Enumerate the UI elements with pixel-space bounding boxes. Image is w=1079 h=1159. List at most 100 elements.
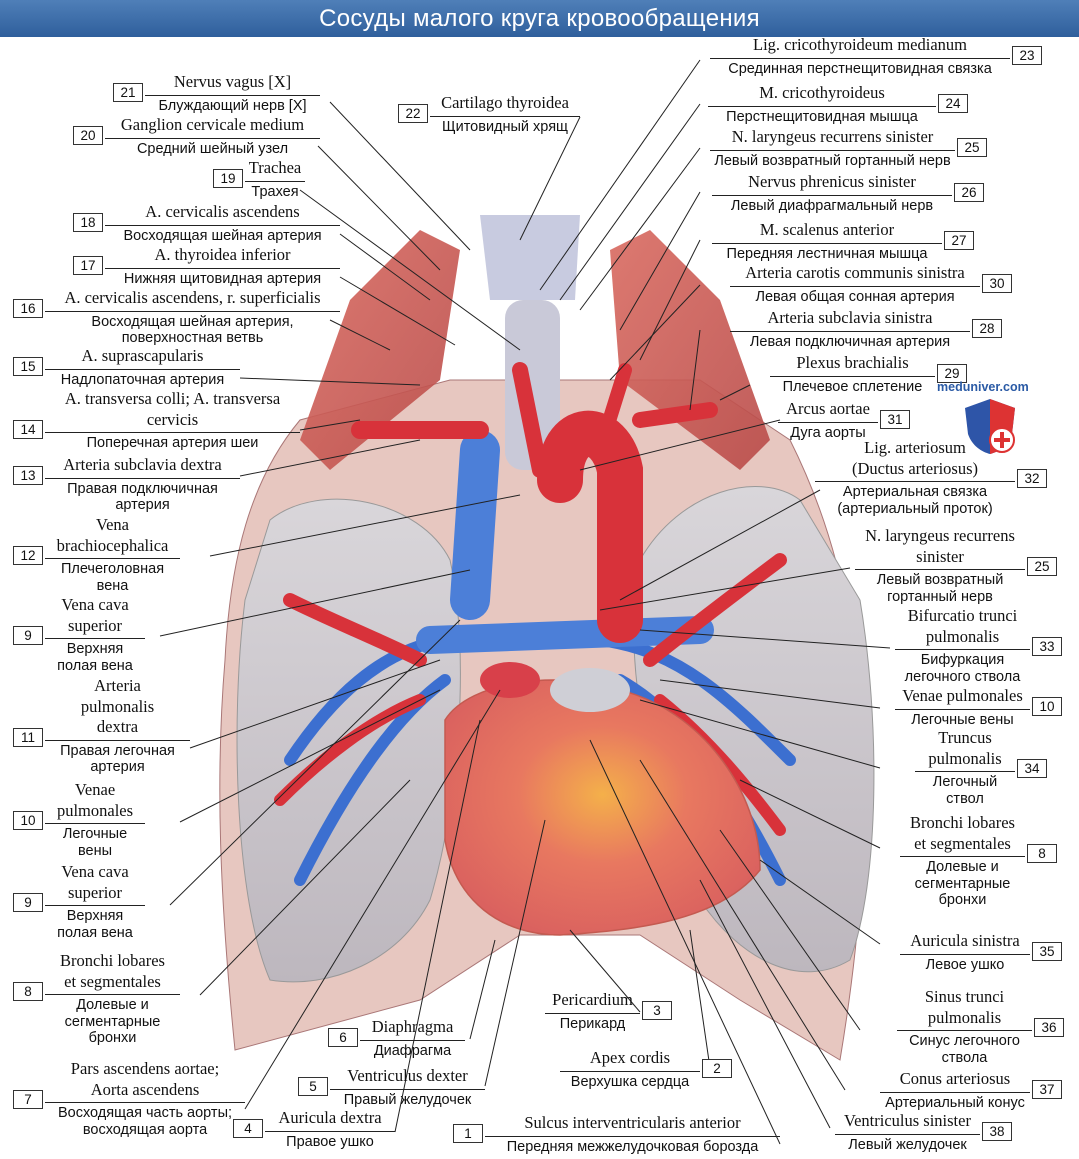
label-latin: pulmonalis xyxy=(925,626,1000,646)
label-russian: Блуждающий нерв [X] xyxy=(158,97,307,114)
label-rule xyxy=(45,638,145,639)
label-rule xyxy=(710,149,955,151)
label-latin: A. cervicalis ascendens xyxy=(145,202,300,221)
label-latin: dextra xyxy=(96,717,139,736)
label-russian: ствол xyxy=(946,790,984,807)
label-russian: восходящая аорта xyxy=(82,1121,208,1138)
label-russian: Артериальный конус xyxy=(885,1094,1025,1111)
label-russian: Левый возвратный xyxy=(876,572,1004,588)
label-russian: вены xyxy=(77,842,113,859)
label-number-21: 21 xyxy=(113,82,143,102)
label-russian: Плечеголовная xyxy=(60,561,165,577)
label-russian: Верхняя xyxy=(66,641,124,657)
label-latin: M. cricothyroideus xyxy=(759,83,885,102)
label-latin: Bifurcatio trunci xyxy=(907,606,1018,625)
label-rule xyxy=(855,569,1025,570)
label-number-15: 15 xyxy=(13,356,43,376)
label-rule xyxy=(485,1135,780,1137)
label-russian: Передняя межжелудочковая борозда xyxy=(506,1138,759,1155)
label-latin: Ganglion cervicale medium xyxy=(120,115,305,134)
label-latin: Lig. arteriosum xyxy=(864,438,966,457)
label-number-4: 4 xyxy=(233,1118,263,1138)
label-latin: N. laryngeus recurrens sinister xyxy=(731,127,934,146)
label-number-10: 10 xyxy=(13,811,43,830)
label-latin: Vena cava xyxy=(61,595,129,614)
label-rule xyxy=(265,1130,395,1132)
label-number-29: 29 xyxy=(937,363,967,383)
label-russian: Синус легочного xyxy=(909,1033,1020,1049)
label-latin: superior xyxy=(67,882,123,902)
label-group-16: A. cervicalis ascendens, r. superficiali… xyxy=(45,289,340,348)
label-latin: N. laryngeus recurrens xyxy=(865,526,1015,545)
trachea xyxy=(480,215,580,470)
label-number-13: 13 xyxy=(13,465,43,485)
label-rule xyxy=(712,194,952,196)
label-latin: pulmonales xyxy=(56,800,134,820)
label-rule xyxy=(45,477,240,479)
label-number-38: 38 xyxy=(982,1121,1012,1141)
label-rule xyxy=(245,180,305,182)
label-rule xyxy=(710,57,1010,59)
label-russian: бронхи xyxy=(938,892,987,908)
label-latin: pulmonalis xyxy=(927,1007,1002,1027)
label-number-28: 28 xyxy=(972,318,1002,338)
label-latin: Vena cava xyxy=(61,862,129,881)
brand-text[interactable]: meduniver.com xyxy=(937,380,1029,394)
label-russian: Правая подключичная xyxy=(67,480,218,497)
label-russian: Бифуркация xyxy=(920,652,1005,668)
title-bar: Сосуды малого круга кровообращения xyxy=(0,0,1079,37)
label-rule xyxy=(900,953,1030,955)
label-number-37: 37 xyxy=(1032,1079,1062,1099)
label-latin: Ventriculus sinister xyxy=(844,1111,971,1130)
label-russian: Восходящая часть аорты; xyxy=(57,1105,233,1121)
label-number-25: 25 xyxy=(957,137,987,157)
label-rule xyxy=(770,375,935,377)
label-russian: Верхушка сердца xyxy=(570,1073,690,1090)
label-latin: brachiocephalica xyxy=(56,535,169,555)
label-russian: Нижняя щитовидная артерия xyxy=(123,270,322,287)
label-number-12: 12 xyxy=(13,546,43,565)
label-rule xyxy=(45,432,300,433)
label-number-34: 34 xyxy=(1017,759,1047,778)
label-russian: ствола xyxy=(941,1049,988,1066)
label-latin: Plexus brachialis xyxy=(796,353,909,372)
label-rule xyxy=(430,115,580,117)
label-russian: Правое ушко xyxy=(286,1133,374,1150)
label-russian: гортанный нерв xyxy=(887,588,993,605)
label-number-9: 9 xyxy=(13,893,43,912)
label-russian: Левый желудочек xyxy=(848,1136,967,1153)
leader-lines xyxy=(159,59,891,1145)
label-rule xyxy=(730,330,970,332)
label-latin: Truncus xyxy=(938,728,992,747)
label-russian: поверхностная ветвь xyxy=(121,330,264,346)
label-latin: Sulcus interventricularis anterior xyxy=(524,1113,741,1132)
label-latin: Nervus phrenicus sinister xyxy=(748,172,916,191)
label-number-8: 8 xyxy=(1027,844,1057,863)
label-number-9: 9 xyxy=(13,626,43,645)
label-rule xyxy=(730,285,980,287)
label-rule xyxy=(560,1070,700,1072)
label-rule xyxy=(895,649,1030,650)
label-russian: сегментарные xyxy=(914,875,1011,892)
label-latin: A. suprascapularis xyxy=(81,346,204,365)
label-number-31: 31 xyxy=(880,409,910,429)
label-rule xyxy=(900,856,1025,857)
label-russian: Восходящая шейная артерия xyxy=(123,227,322,244)
label-russian: Плечевое сплетение xyxy=(782,378,923,395)
label-rule xyxy=(545,1012,640,1014)
